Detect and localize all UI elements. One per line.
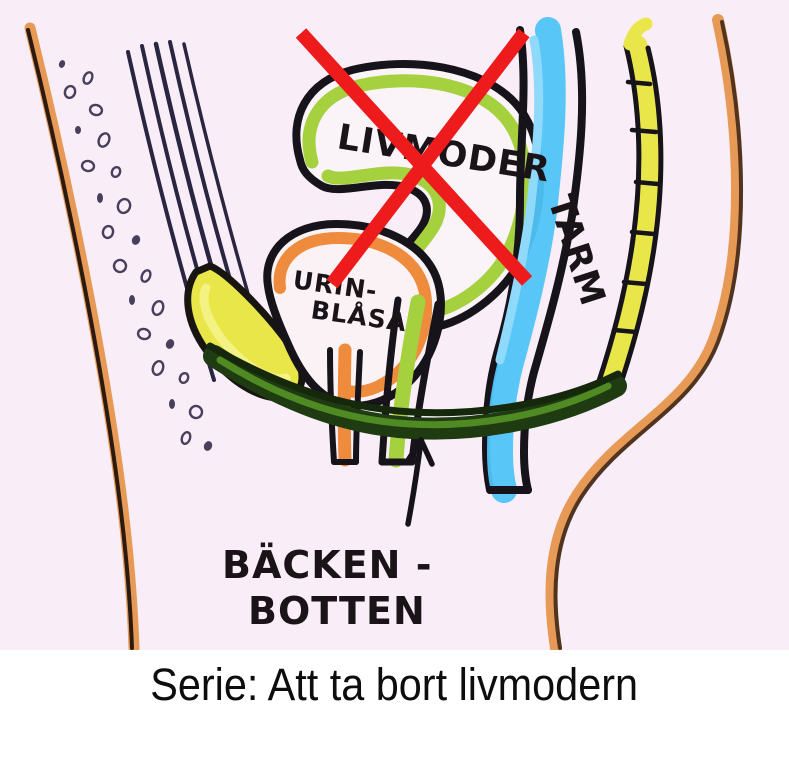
- left-body-contour-group: [24, 22, 140, 650]
- pelvic-floor-arrow: [404, 437, 435, 527]
- bowel-outline-outer: [519, 28, 587, 494]
- pelvic-floor-muscle: [203, 342, 627, 440]
- bowel-organ: [481, 17, 587, 503]
- uterus-green-wall: [302, 74, 532, 319]
- label-pelvic-floor-line2: BOTTEN: [248, 589, 426, 633]
- arrow-head-right: [418, 437, 435, 467]
- slide-caption: Serie: Att ta bort livmodern: [150, 659, 639, 710]
- anatomy-illustration: LIVMODER URIN- BLÅSA TARM BÄCKEN - BOTTE…: [0, 0, 789, 650]
- sacrum-top-tip: [623, 17, 653, 51]
- body-contour-left-orange: [24, 22, 140, 650]
- body-contour-right-ink: [553, 20, 744, 650]
- arrow-head-left: [404, 437, 424, 465]
- sacrum-spine: [595, 17, 664, 396]
- label-pelvic-floor-line1: BÄCKEN -: [222, 543, 432, 587]
- pelvic-floor-band-upper-edge: [206, 342, 622, 417]
- sacrum-fill: [596, 34, 661, 396]
- bowel-blue-highlight: [495, 35, 544, 365]
- caption-bar: Serie: Att ta bort livmodern: [0, 650, 789, 762]
- vagina-green-fill: [388, 294, 426, 468]
- body-contour-right-orange: [545, 14, 744, 650]
- bladder-organ: [263, 220, 445, 410]
- cross-stroke-down: [295, 28, 533, 286]
- sacrum-outline-left: [595, 43, 642, 387]
- arrow-shaft: [405, 437, 424, 527]
- vertebra-separators: [611, 79, 661, 335]
- right-body-contour-group: [545, 14, 744, 650]
- abdominal-texture-stipple: [58, 60, 213, 451]
- pelvic-floor-band-green-highlight: [216, 356, 612, 429]
- vagina-outline-right: [408, 300, 442, 466]
- red-cross-out-annotation: [295, 28, 533, 289]
- bowel-blue-fill: [486, 17, 566, 503]
- bladder-orange-wall: [273, 231, 433, 398]
- vagina-outline-left: [378, 296, 402, 466]
- cross-stroke-up: [326, 28, 530, 289]
- sacrum-outline-right: [617, 45, 664, 389]
- body-contour-left-ink: [26, 28, 134, 650]
